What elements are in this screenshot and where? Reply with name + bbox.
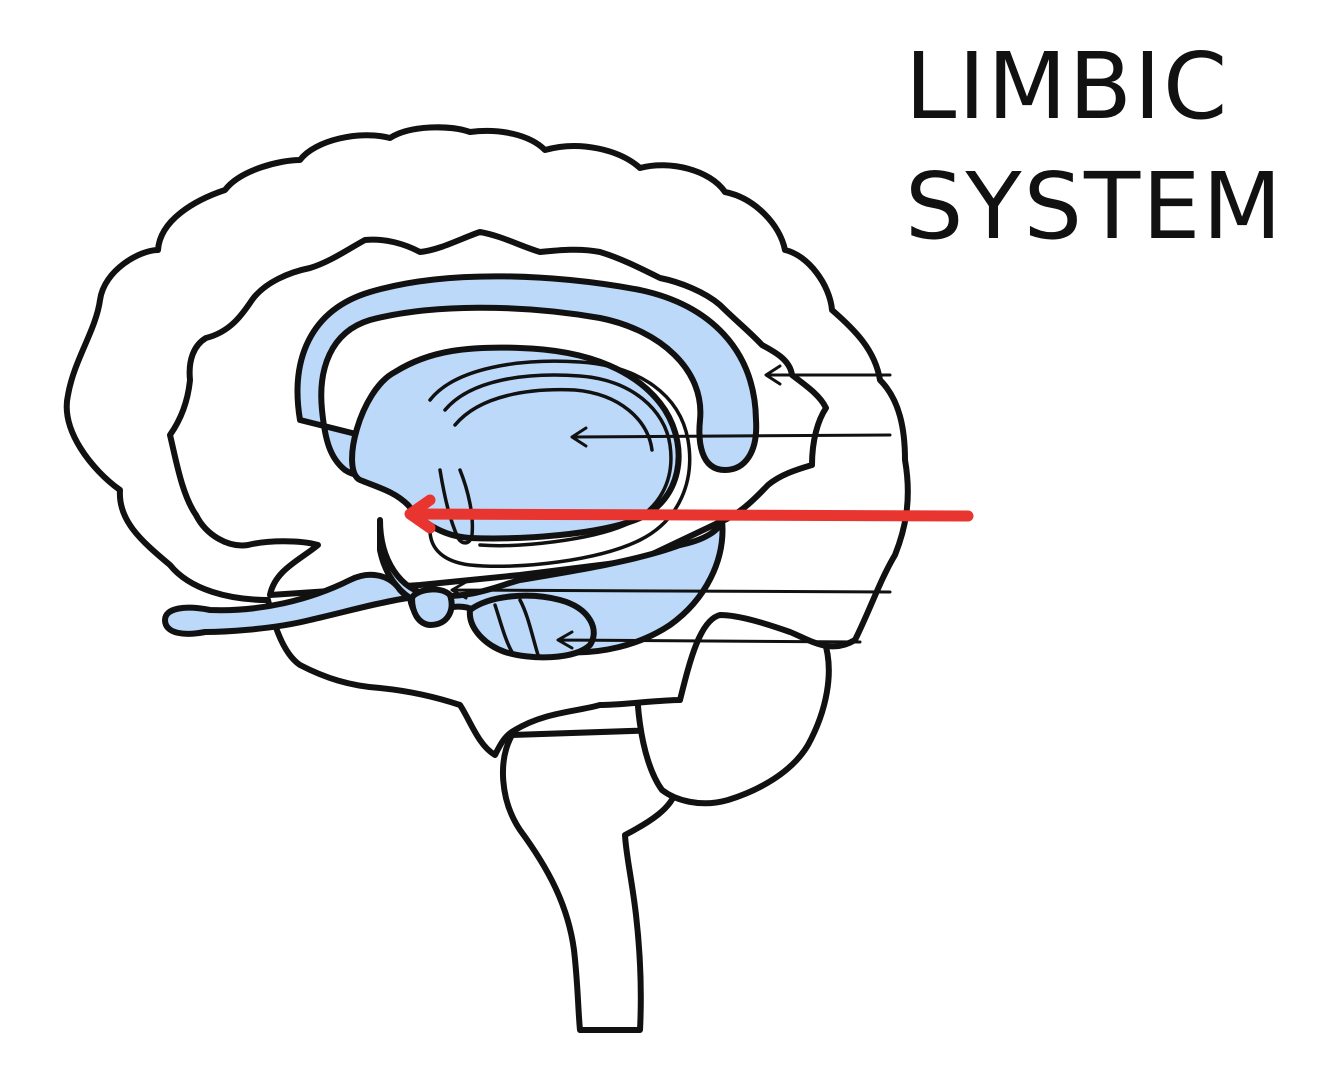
- amygdala-fold-2: [518, 598, 540, 657]
- inner-loop-core: [453, 387, 654, 452]
- highlight-arrow-shaft: [406, 508, 974, 522]
- mammillary-body: [409, 586, 455, 628]
- fornix: [294, 273, 760, 479]
- leader-line-2: [570, 426, 892, 448]
- label-leader-lines: [450, 364, 892, 650]
- title-line-1: LIMBIC: [905, 33, 1229, 140]
- fornix-descending: [438, 468, 475, 545]
- diagram-title: LIMBIC SYSTEM: [905, 33, 1284, 260]
- title-line-2: SYSTEM: [905, 153, 1284, 260]
- leader-line-1: [764, 364, 892, 386]
- amygdala-fold-1: [493, 603, 514, 654]
- inner-loop-inner: [443, 373, 673, 548]
- olfactory-tract: [162, 571, 411, 637]
- leader-line-3: [450, 580, 892, 600]
- highlight-arrow: [404, 494, 974, 534]
- leader-line-4: [556, 630, 862, 650]
- highlight-arrow-head: [404, 494, 436, 534]
- inner-loop-outer: [428, 359, 692, 568]
- limbic-structures: [162, 273, 760, 661]
